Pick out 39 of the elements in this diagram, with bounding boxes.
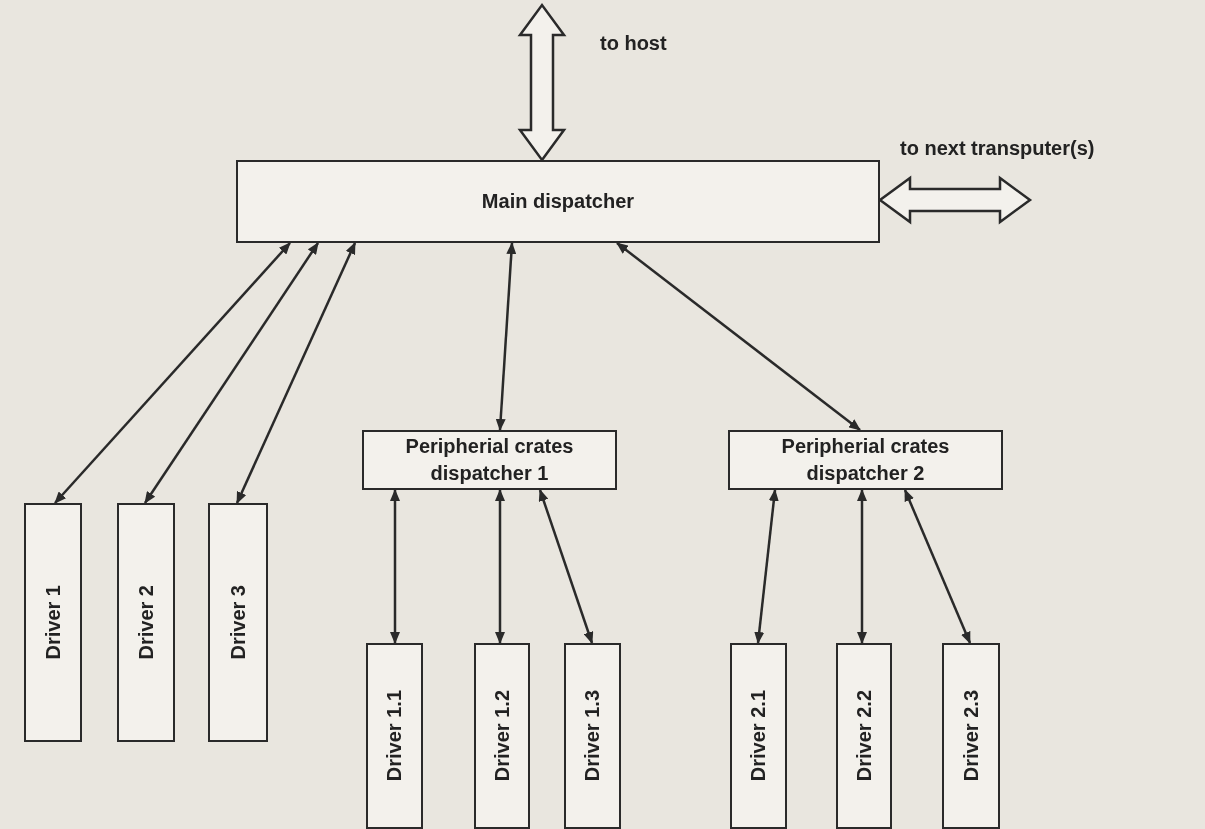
driver-box xyxy=(942,643,1000,829)
box-label: Driver 2 xyxy=(133,585,158,660)
driver-box xyxy=(117,503,175,742)
driver-box xyxy=(208,503,268,742)
edge-label: to next transputer(s) xyxy=(900,137,1095,160)
driver-box xyxy=(474,643,530,829)
process-box xyxy=(728,430,1003,490)
connector-arrow xyxy=(616,242,861,431)
box-label: Driver 1.3 xyxy=(580,690,604,782)
connector-arrow xyxy=(390,489,400,644)
connector-arrow xyxy=(235,242,357,504)
connector-arrow xyxy=(495,489,505,644)
connector-arrow xyxy=(54,242,291,504)
driver-box xyxy=(730,643,787,829)
connector-arrow xyxy=(754,489,779,644)
process-box xyxy=(236,160,880,243)
box-label: Driver 2.2 xyxy=(851,690,876,782)
box-label: Driver 1.1 xyxy=(382,690,406,782)
connector-arrow xyxy=(903,489,972,644)
box-label: Peripherial crates dispatcher 1 xyxy=(404,434,575,486)
driver-box xyxy=(366,643,423,829)
box-label: Driver 1 xyxy=(40,585,65,660)
box-label: Driver 2.3 xyxy=(958,690,983,782)
process-box xyxy=(362,430,617,490)
double-arrow xyxy=(517,2,567,163)
double-arrow xyxy=(877,175,1033,225)
connector-arrow xyxy=(857,489,867,644)
driver-box xyxy=(836,643,892,829)
box-label: Driver 2.1 xyxy=(746,690,770,782)
box-label: Driver 1.2 xyxy=(489,690,514,782)
driver-box xyxy=(564,643,621,829)
edge-label: to host xyxy=(600,32,667,55)
box-label: Main dispatcher xyxy=(481,189,635,214)
connector-arrow xyxy=(143,242,320,504)
driver-box xyxy=(24,503,82,742)
connector-arrow xyxy=(495,242,517,431)
connector-arrow xyxy=(538,489,594,644)
box-label: Driver 3 xyxy=(225,585,250,660)
box-label: Peripherial crates dispatcher 2 xyxy=(780,434,951,486)
